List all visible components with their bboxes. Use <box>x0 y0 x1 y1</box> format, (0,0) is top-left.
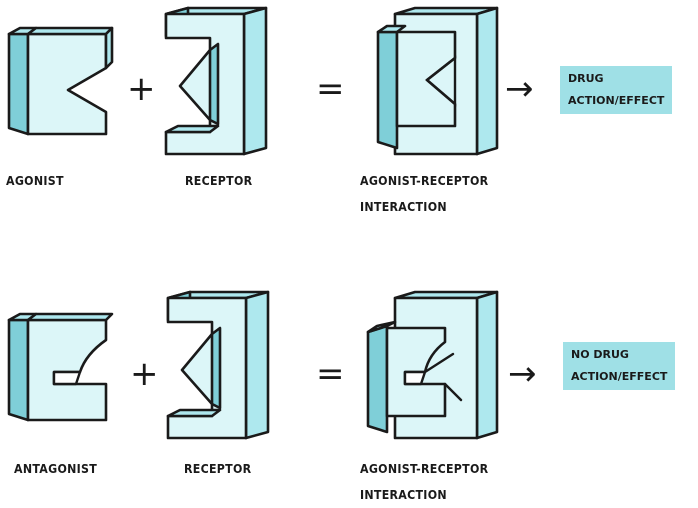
result-line2-2: ACTION/EFFECT <box>571 370 668 383</box>
result-line1-2: NO DRUG <box>571 348 629 361</box>
agonist-label: AGONIST <box>6 174 64 188</box>
complex-label-line2: INTERACTION <box>360 200 447 214</box>
agonist-shape <box>7 26 114 136</box>
drug-effect-box: DRUG ACTION/EFFECT <box>560 66 673 114</box>
result-line2: ACTION/EFFECT <box>568 94 665 107</box>
receptor-shape-2 <box>166 290 270 440</box>
arrow: → <box>505 69 534 109</box>
no-drug-effect-box: NO DRUG ACTION/EFFECT <box>563 342 676 390</box>
equals-sign: = <box>316 69 345 109</box>
antagonist-receptor-complex-shape <box>366 290 499 440</box>
complex-label-line1-2: AGONIST-RECEPTOR <box>360 462 489 476</box>
arrow-2: → <box>508 354 537 394</box>
plus-sign: + <box>127 69 156 109</box>
result-line1: DRUG <box>568 72 604 85</box>
equals-sign-2: = <box>316 354 345 394</box>
antagonist-label: ANTAGONIST <box>14 462 98 476</box>
receptor-shape <box>164 6 268 156</box>
plus-sign-2: + <box>130 354 159 394</box>
agonist-receptor-complex-shape <box>376 6 499 156</box>
receptor-label: RECEPTOR <box>185 174 253 188</box>
complex-label-line2-2: INTERACTION <box>360 488 447 502</box>
complex-label-line1: AGONIST-RECEPTOR <box>360 174 489 188</box>
receptor-label-2: RECEPTOR <box>184 462 252 476</box>
antagonist-shape <box>7 312 114 422</box>
